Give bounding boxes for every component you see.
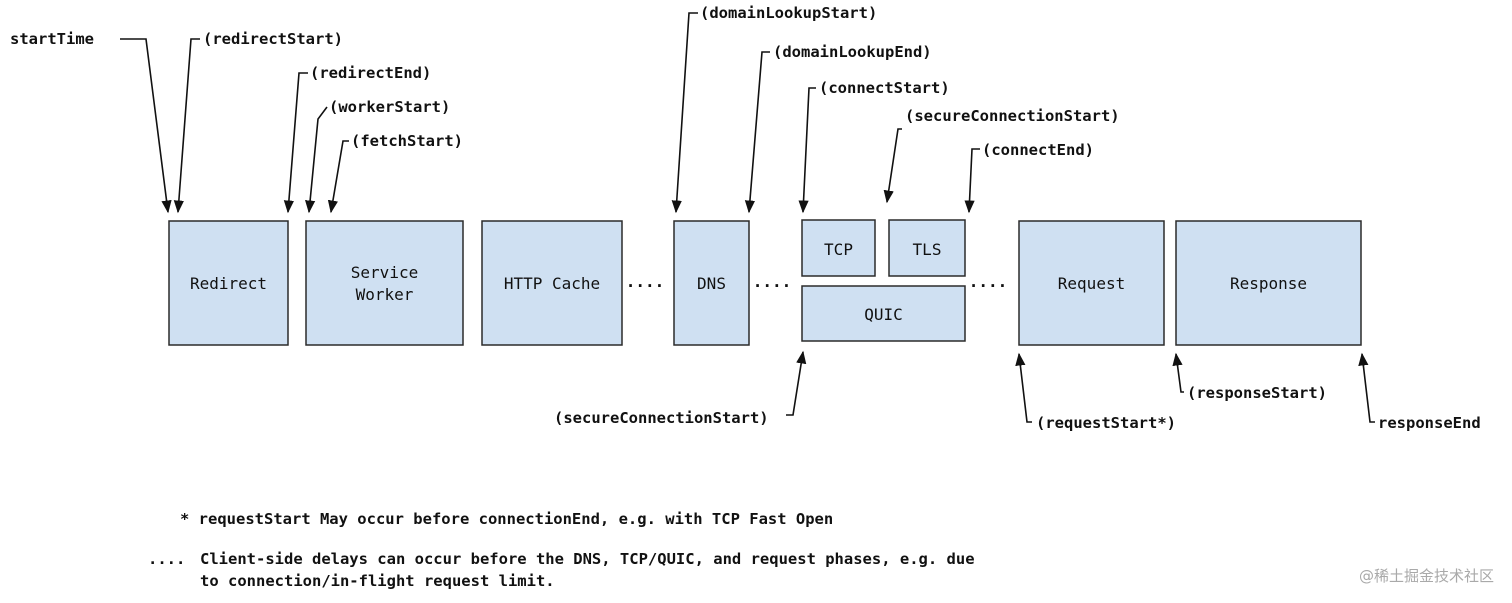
redirect-end-label: (redirectEnd) [310,64,431,82]
fetch-start-label: (fetchStart) [351,132,463,150]
response-box: Response [1175,220,1362,346]
tcp-label: TCP [824,240,853,259]
redirect-label: Redirect [190,274,267,293]
request-start-footnote: * requestStart May occur before connecti… [180,510,833,528]
response-end-arrow [1358,352,1375,423]
client-delay-note-line2: to connection/in-flight request limit. [200,572,555,590]
fetch-start-arrow [327,140,349,214]
dns-label: DNS [697,274,726,293]
watermark-text: @稀土掘金技术社区 [1359,567,1494,585]
domain-lookup-start-label: (domainLookupStart) [700,4,877,22]
connect-start-label: (connectStart) [819,79,950,97]
domain-lookup-end-label: (domainLookupEnd) [773,43,932,61]
delay-dots-marker: .... [148,550,185,568]
http-cache-label: HTTP Cache [504,274,600,293]
tls-label: TLS [913,240,942,259]
request-box: Request [1018,220,1165,346]
dns-box: DNS [673,220,750,346]
request-start-arrow [1015,352,1032,423]
quic-box: QUIC [801,285,966,342]
worker-start-label: (workerStart) [329,98,450,116]
client-delay-note-line1: Client-side delays can occur before the … [200,550,975,568]
request-label: Request [1058,274,1125,293]
response-label: Response [1230,274,1307,293]
secure-connection-start-top-arrow [883,128,902,204]
request-start-label: (requestStart*) [1036,414,1176,432]
delay-dots-before-request: .... [969,272,1008,291]
redirect-start-label: (redirectStart) [203,30,343,48]
connect-end-label: (connectEnd) [982,141,1094,159]
start-time-label: startTime [10,30,94,48]
http-cache-box: HTTP Cache [481,220,623,346]
secure-connection-start-top-label: (secureConnectionStart) [905,107,1120,125]
response-start-arrow [1172,352,1184,393]
delay-dots-before-connect: .... [753,272,792,291]
redirect-box: Redirect [168,220,289,346]
tcp-box: TCP [801,219,876,277]
domain-lookup-start-arrow [671,12,698,214]
delay-dots-before-dns: .... [626,272,665,291]
worker-start-arrow [305,106,328,214]
service-worker-label-line2: Worker [356,285,414,304]
tls-box: TLS [888,219,966,277]
response-start-label: (responseStart) [1187,384,1327,402]
service-worker-label-line1: Service [351,263,418,282]
service-worker-box: Service Worker [305,220,464,346]
secure-connection-start-bottom-label: (secureConnectionStart) [554,409,769,427]
redirect-end-arrow [283,72,308,214]
redirect-start-arrow [173,38,200,214]
connect-start-arrow [798,87,816,214]
start-time-arrow [120,38,172,214]
response-end-label: responseEnd [1378,414,1481,432]
secure-connection-start-bottom-arrow [786,350,807,416]
domain-lookup-end-arrow [744,51,770,214]
quic-label: QUIC [864,305,903,324]
connect-end-arrow [964,148,980,214]
